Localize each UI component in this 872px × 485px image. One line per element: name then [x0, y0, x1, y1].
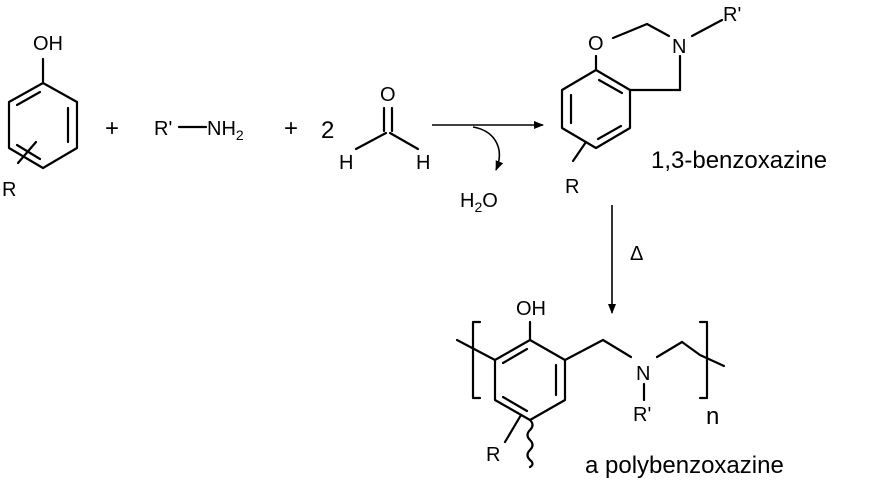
polybenzoxazine-r-label: R [486, 444, 500, 466]
phenol-oh-label: OH [33, 33, 63, 55]
plus-sign-1: + [105, 115, 119, 142]
benzoxazine-n-r-bond [690, 18, 724, 38]
polybenzoxazine-ch2-n-bond [601, 338, 633, 359]
plus-sign-2: + [284, 115, 298, 142]
benzoxazine-r-label: R [565, 176, 579, 198]
benzoxazine-r-bond [571, 140, 588, 163]
benzoxazine-r-prime-label: R' [723, 4, 741, 26]
benzoxazine-n-label: N [672, 36, 686, 58]
polybenzoxazine-repeat-n: n [706, 403, 719, 430]
benzoxazine-o-label: O [588, 33, 604, 55]
polybenzoxazine-bracket-right [698, 320, 709, 400]
amine-nh-label: NH2 [207, 118, 244, 143]
phenol-ring [7, 81, 79, 170]
benzoxazine-inner-bond-2 [596, 124, 623, 141]
formaldehyde-ch-bond-right [388, 131, 420, 151]
formaldehyde-o-label: O [380, 84, 396, 106]
formaldehyde-molecule: O H H [339, 84, 430, 174]
heat-delta-label: Δ [630, 243, 643, 265]
polybenzoxazine-benzene-ring [493, 338, 567, 422]
polybenzoxazine-inner-bond-2 [501, 395, 529, 413]
polybenzoxazine-ch2-end-bond [680, 340, 702, 357]
phenol-inner-bond-3 [15, 90, 42, 107]
polybenzoxazine-oh-label: OH [516, 298, 546, 320]
polybenzoxazine-end-bond-left [455, 338, 497, 362]
polybenzoxazine-molecule: OH N R' R n [455, 298, 726, 469]
polybenzoxazine-wavy-bond [526, 418, 534, 469]
amine-r-label: R' [154, 118, 172, 140]
benzoxazine-inner-bond-3 [597, 78, 624, 95]
benzoxazine-o-ch2-bond [611, 22, 649, 40]
polybenzoxazine-n-ch2-bond [655, 340, 684, 359]
benzoxazine-name: 1,3-benzoxazine [651, 147, 827, 174]
benzoxazine-molecule: O N R' R [560, 4, 741, 198]
polybenzoxazine-inner-bond-3 [501, 347, 529, 365]
water-elimination-arrow [472, 126, 504, 171]
polybenzoxazine-n-label: N [636, 363, 650, 385]
phenol-r-label: R [2, 179, 16, 201]
polybenzoxazine-bracket-left [471, 320, 482, 400]
phenol-r-bond [16, 140, 38, 165]
polybenzoxazine-r-bond [503, 413, 523, 444]
polybenzoxazine-r-prime-label: R' [633, 404, 651, 426]
phenol-molecule: OH R [2, 33, 79, 201]
water-label: H2O [460, 190, 498, 215]
formaldehyde-coefficient: 2 [321, 117, 334, 144]
formaldehyde-h-right: H [416, 152, 430, 174]
formaldehyde-h-left: H [339, 152, 353, 174]
polybenzoxazine-name: a polybenzoxazine [585, 452, 784, 479]
formaldehyde-ch-bond-left [354, 131, 388, 151]
benzoxazine-benzene-ring [560, 68, 632, 150]
benzoxazine-ch2-n-bond [645, 22, 671, 38]
amine-molecule: R' NH2 [154, 118, 244, 143]
polybenzoxazine-ring-ch2-bond [563, 338, 605, 362]
polybenzoxazine-end-bond-right [698, 353, 726, 368]
